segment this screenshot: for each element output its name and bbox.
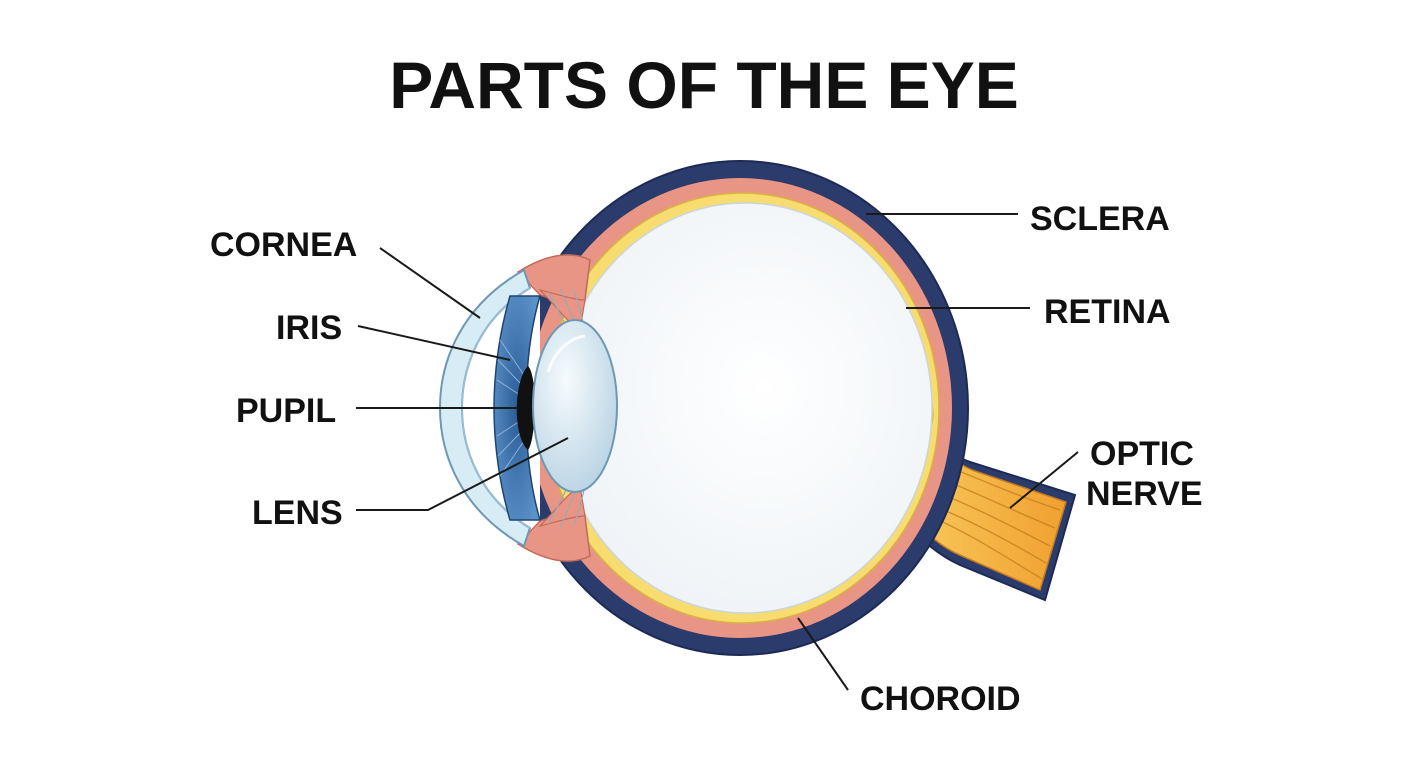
label-choroid: CHOROID bbox=[860, 680, 1021, 718]
label-cornea: CORNEA bbox=[210, 226, 357, 264]
label-optic-line2: NERVE bbox=[1086, 475, 1203, 513]
label-pupil: PUPIL bbox=[236, 392, 336, 430]
label-sclera: SCLERA bbox=[1030, 200, 1170, 238]
label-iris: IRIS bbox=[276, 309, 342, 347]
optic-nerve-leader bbox=[1009, 451, 1079, 509]
cornea-leader bbox=[379, 247, 481, 319]
label-retina: RETINA bbox=[1044, 293, 1171, 331]
choroid-leader bbox=[797, 617, 849, 691]
page-title: PARTS OF THE EYE bbox=[389, 48, 1019, 122]
iris-leader bbox=[357, 325, 511, 361]
lens-leader bbox=[356, 437, 569, 511]
lens-shape bbox=[532, 319, 618, 493]
label-optic-line1: OPTIC bbox=[1090, 435, 1194, 473]
ciliary-body bbox=[516, 254, 591, 562]
label-lens: LENS bbox=[252, 494, 343, 532]
pupil-shape bbox=[516, 366, 535, 450]
